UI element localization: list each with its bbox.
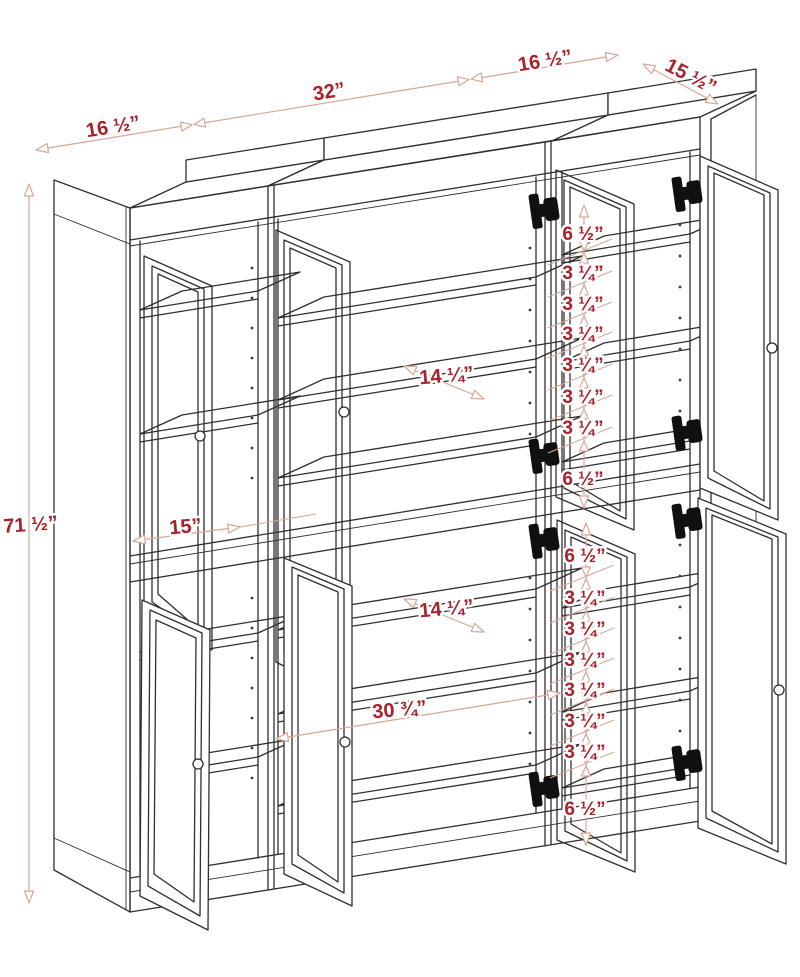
hole-gap-label: 6 ½”	[562, 469, 603, 490]
hinge-icon	[528, 438, 560, 475]
pin-column-middle	[528, 246, 532, 766]
dim-width-middle: 32”	[311, 79, 346, 106]
door-knob	[766, 342, 778, 354]
dim-height: 71 ½”	[3, 512, 59, 538]
hole-gap-label: 3 ¼”	[562, 418, 603, 439]
middle-upper-right-glass-door	[555, 169, 635, 531]
middle-lower-right-glass-door	[556, 519, 636, 873]
left-lower-panel-door	[139, 599, 211, 931]
hole-gap-label: 6 ½”	[562, 224, 603, 245]
hinge-icon	[671, 503, 703, 540]
door-knob	[339, 736, 351, 748]
cabinet-linework	[53, 68, 787, 931]
hole-gap-label: 3 ¼”	[564, 619, 605, 640]
dim-shelf-depth-upper: 14 ¼”	[418, 363, 474, 390]
right-lower-glass-door	[697, 497, 787, 865]
hole-gap-label: 3 ¼”	[564, 711, 605, 732]
hole-gap-label: 3 ¼”	[564, 680, 605, 701]
hole-spacing-chain-upper: 6 ½” 3 ¼” 3 ¼” 3 ¼” 3 ¼” 3 ¼” 3 ¼” 6 ½”	[547, 204, 613, 509]
hole-gap-label: 3 ¼”	[562, 387, 603, 408]
door-knob	[773, 684, 785, 696]
hole-gap-label: 6 ½”	[564, 799, 605, 820]
hinge-icon	[528, 193, 560, 230]
hole-gap-label: 3 ¼”	[562, 294, 603, 315]
hinge-icon	[528, 523, 560, 560]
hole-gap-label: 3 ¼”	[564, 650, 605, 671]
doors	[139, 155, 787, 931]
hole-gap-label: 3 ¼”	[562, 355, 603, 376]
dim-shelf-depth-lower: 14 ¼”	[418, 596, 474, 623]
dim-middle-interior-width: 30 ¾”	[371, 697, 427, 724]
shelf-depth-upper-dimension: 14 ¼”	[403, 360, 485, 400]
height-dimension: 71 ½”	[0, 183, 61, 904]
pin-column-right	[678, 223, 682, 733]
hinges	[528, 176, 703, 808]
hole-gap-label: 6 ½”	[564, 546, 605, 567]
shelf-depth-lower-dimension: 14 ¼”	[403, 593, 485, 633]
left-side-panel	[53, 179, 131, 913]
hinge-icon	[528, 771, 560, 808]
hole-gap-label: 3 ¼”	[564, 588, 605, 609]
hinge-icon	[671, 745, 703, 782]
hinge-icon	[671, 176, 703, 213]
hole-gap-label: 3 ¼”	[562, 324, 603, 345]
shelf-pin-holes	[250, 223, 682, 780]
pin-column-left	[250, 266, 254, 780]
front-faces	[129, 116, 701, 913]
right-upper-glass-door	[699, 155, 779, 521]
door-knob	[194, 430, 206, 442]
hole-spacing-chain-lower: 6 ½” 3 ¼” 3 ¼” 3 ¼” 3 ¼” 3 ¼” 3 ¼” 6 ½”	[549, 522, 615, 846]
hinge-icon	[671, 415, 703, 452]
hole-gap-label: 3 ¼”	[564, 742, 605, 763]
hole-gap-label: 3 ¼”	[562, 263, 603, 284]
door-knob	[192, 758, 204, 770]
door-knob	[338, 406, 350, 418]
cabinet-top-surfaces	[129, 68, 757, 209]
dim-width-left: 16 ½”	[84, 112, 141, 143]
dim-width-right: 16 ½”	[516, 46, 573, 77]
dim-left-interior-width: 15”	[168, 515, 202, 540]
